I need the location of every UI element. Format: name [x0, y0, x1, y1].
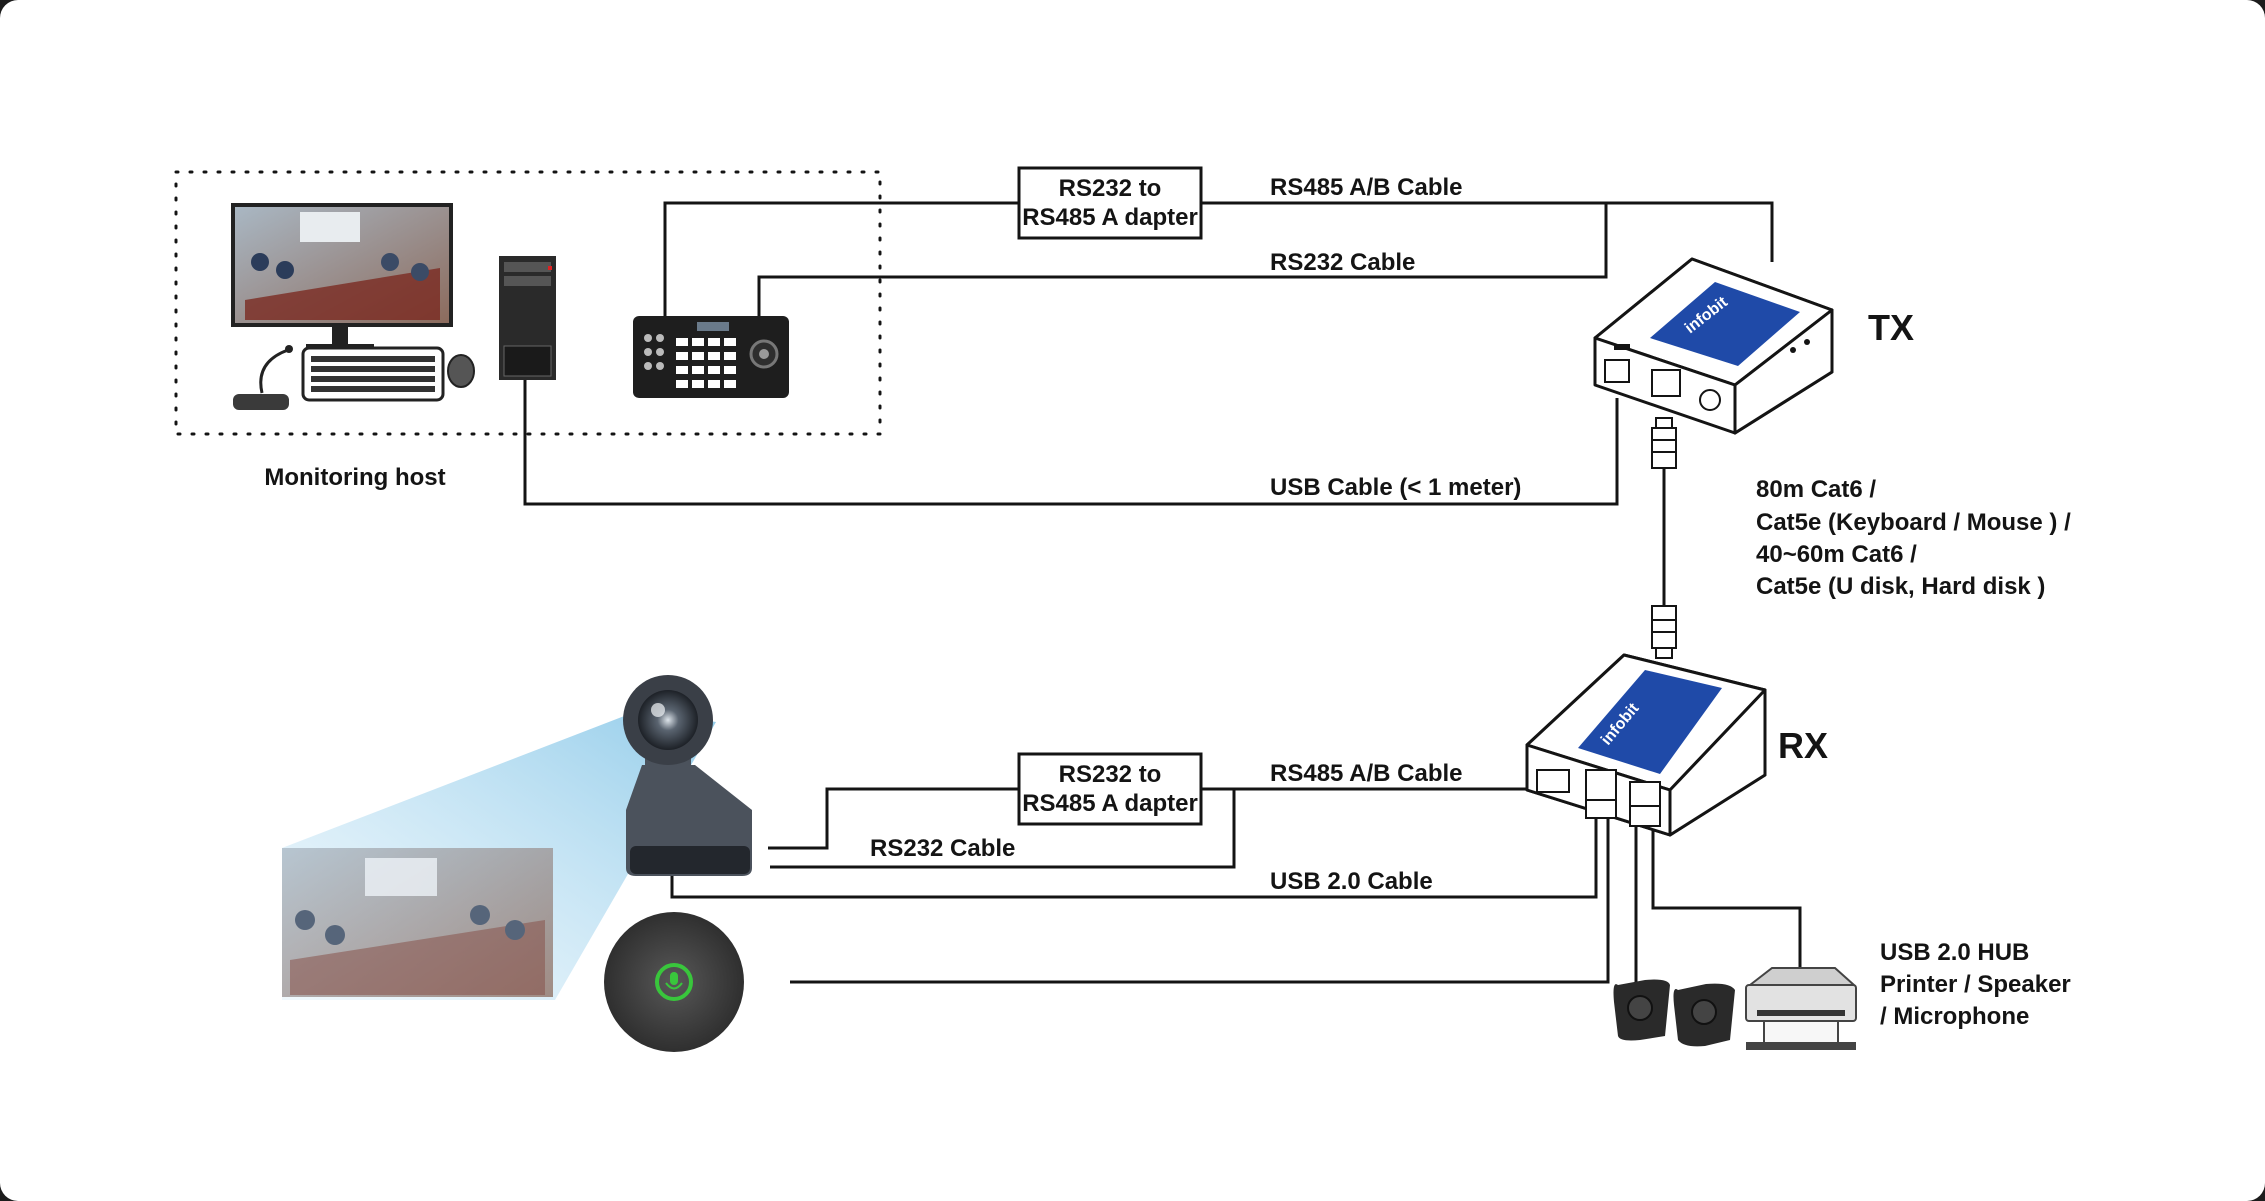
cat-label-line2: Cat5e (Keyboard / Mouse ) / — [1756, 509, 2071, 536]
cable-printer — [1651, 818, 1802, 968]
monitoring-host-label: Monitoring host — [264, 464, 445, 491]
cable-speakerphone — [790, 818, 1610, 984]
ptz-camera-icon — [623, 675, 752, 876]
cable-rs485-top — [1201, 201, 1774, 262]
cat-connector-top — [1651, 417, 1677, 469]
cat-label-line1: 80m Cat6 / — [1756, 476, 1876, 503]
adapter-top-line1: RS232 to — [1059, 175, 1162, 202]
adapter-box-top: RS232 to RS485 A dapter — [1017, 166, 1203, 240]
speakerphone-icon — [604, 912, 744, 1052]
cable-camera-to-adapter-bottom — [768, 787, 1019, 850]
hub-label-line1: USB 2.0 HUB — [1880, 939, 2029, 966]
monitor-icon — [231, 203, 453, 350]
extender-rx-icon: infobit — [1525, 653, 1767, 837]
tx-label: TX — [1868, 307, 1914, 348]
cable-rs232-top — [757, 203, 1608, 320]
rs485-top-label: RS485 A/B Cable — [1270, 174, 1463, 201]
room-photo — [282, 848, 553, 997]
rs232-bottom-label: RS232 Cable — [870, 835, 1015, 862]
pc-tower-icon — [499, 256, 556, 380]
monitoring-host-enclosure — [174, 170, 882, 436]
usb-top-label: USB Cable (< 1 meter) — [1270, 474, 1521, 501]
mouse-icon — [447, 354, 475, 388]
usb20-label: USB 2.0 Cable — [1270, 868, 1433, 895]
adapter-bottom-line2: RS485 A dapter — [1022, 790, 1198, 817]
cat-connector-bottom — [1651, 605, 1677, 659]
hub-label-line2: Printer / Speaker — [1880, 971, 2071, 998]
keyboard-icon — [301, 346, 445, 402]
cat-label-line3: 40~60m Cat6 / — [1756, 541, 1917, 568]
rs232-top-label: RS232 Cable — [1270, 249, 1415, 276]
cable-usb20 — [670, 818, 1598, 899]
adapter-box-bottom: RS232 to RS485 A dapter — [1017, 752, 1203, 826]
cables — [523, 201, 1802, 985]
cable-ptzkbd-to-adapter-top — [663, 201, 1019, 318]
extender-tx-icon: infobit — [1593, 257, 1834, 435]
hub-label-line3: / Microphone — [1880, 1003, 2029, 1030]
printer-icon — [1745, 967, 1857, 1050]
microphone-icon — [233, 345, 293, 410]
adapter-bottom-line1: RS232 to — [1059, 761, 1162, 788]
cable-usb-top — [523, 380, 1619, 506]
ptz-keyboard-icon — [633, 316, 789, 398]
cable-rs232-bottom — [770, 789, 1236, 869]
rs485-bottom-label: RS485 A/B Cable — [1270, 760, 1463, 787]
rx-label: RX — [1778, 725, 1828, 766]
speaker-icon — [1613, 979, 1735, 1047]
adapter-top-line2: RS485 A dapter — [1022, 204, 1198, 231]
cat-label-line4: Cat5e (U disk, Hard disk ) — [1756, 573, 2045, 600]
